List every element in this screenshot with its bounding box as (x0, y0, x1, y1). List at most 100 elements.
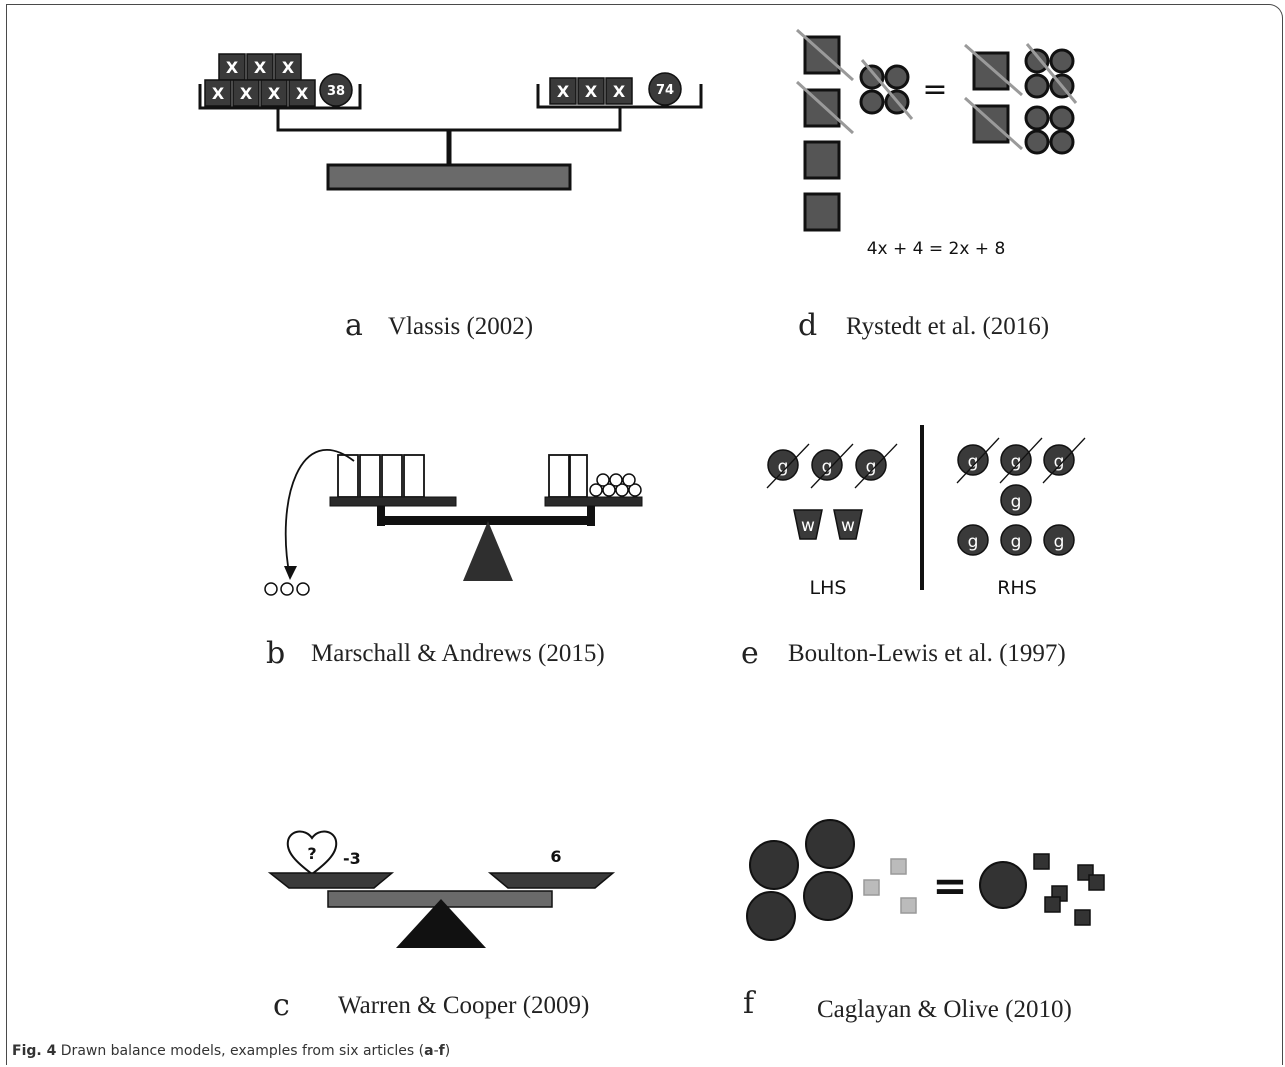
g-token: g (957, 524, 989, 556)
big-circle (979, 861, 1027, 909)
g-token: g (811, 449, 843, 481)
x-bar (381, 454, 403, 498)
svg-text:g: g (1011, 492, 1022, 512)
unit-circle (589, 483, 603, 497)
caption-range-start: a (424, 1043, 434, 1059)
left-pan (267, 872, 395, 889)
panel-e-letter: e (741, 636, 759, 671)
panel-a-letter: a (345, 308, 363, 343)
unit-circle (609, 473, 623, 487)
svg-text:X: X (613, 82, 626, 101)
g-token: g (957, 444, 989, 476)
x-block: X (288, 79, 316, 107)
dark-square (1033, 853, 1050, 870)
unit-circle (859, 64, 885, 90)
x-block: X (549, 77, 577, 105)
panel-d-letter: d (798, 308, 817, 343)
svg-text:g: g (1011, 452, 1022, 472)
big-circle (803, 871, 853, 921)
cancel-stroke (964, 43, 1023, 97)
x-block: X (274, 53, 302, 81)
cancel-stroke (1025, 43, 1078, 104)
panel-b-citation: Marschall & Andrews (2015) (311, 640, 605, 667)
cancel-stroke (1042, 437, 1086, 484)
panel-c-citation: Warren & Cooper (2009) (338, 992, 589, 1019)
cancel-stroke (766, 443, 810, 489)
unit-circle (1024, 73, 1050, 99)
panel-a-citation: Vlassis (2002) (388, 313, 533, 340)
x-bar (403, 454, 425, 498)
cancel-stroke (854, 443, 898, 489)
unit-circle (1024, 105, 1050, 131)
svg-text:w: w (801, 516, 815, 536)
g-token: g (855, 449, 887, 481)
svg-text:g: g (1054, 452, 1065, 472)
dark-square (1088, 874, 1105, 891)
caption-text: Drawn balance models, examples from six … (56, 1043, 425, 1059)
svg-text:g: g (822, 457, 833, 477)
caption-fig-label: Fig. 4 (12, 1043, 57, 1059)
x-block: X (246, 53, 274, 81)
dark-square (1044, 896, 1061, 913)
left-pan (329, 496, 457, 507)
g-token: g (1000, 484, 1032, 516)
cancel-stroke (963, 96, 1024, 151)
svg-text:X: X (296, 84, 309, 103)
arrow-curve (284, 448, 355, 579)
g-token: g (1043, 444, 1075, 476)
svg-text:g: g (866, 457, 877, 477)
big-circle (746, 891, 796, 941)
panel-a-right-pan: X X X 74 (536, 72, 703, 109)
equals-sign: = (932, 861, 967, 910)
unit-circle (1049, 48, 1075, 74)
removed-circle (296, 582, 310, 596)
panel-d-citation: Rystedt et al. (2016) (846, 313, 1049, 340)
svg-text:X: X (254, 58, 267, 77)
number-weight: 74 (648, 72, 682, 106)
unit-circle (596, 473, 610, 487)
heart-shape (286, 830, 338, 876)
svg-text:X: X (240, 84, 253, 103)
panel-f-letter: f (743, 986, 756, 1021)
fulcrum-triangle (396, 899, 486, 948)
panel-a-balance: X X X X X X X 38 X X X 74 (198, 53, 703, 191)
svg-text:g: g (1011, 532, 1022, 552)
unit-circle (602, 483, 616, 497)
figure-frame (6, 4, 1283, 1065)
cancel-stroke (796, 28, 854, 82)
x-tile (803, 192, 841, 232)
panel-e-diagram: g g g w w LHS g g g g g g g RHS (766, 425, 1086, 599)
unit-circle (1049, 105, 1075, 131)
cancel-stroke (999, 437, 1043, 484)
svg-text:g: g (778, 457, 789, 477)
right-pan (544, 496, 643, 507)
panel-f-citation: Caglayan & Olive (2010) (817, 996, 1072, 1023)
svg-text:g: g (968, 532, 979, 552)
x-block: X (260, 79, 288, 107)
unit-circle (615, 483, 629, 497)
lhs-label: LHS (810, 577, 847, 599)
unit-circle (884, 64, 910, 90)
cancel-stroke (795, 80, 855, 135)
unit-circle (1024, 129, 1050, 155)
unit-circle (1049, 129, 1075, 155)
x-block: X (232, 79, 260, 107)
g-token: g (1000, 444, 1032, 476)
x-bar (569, 454, 588, 498)
unit-circle (622, 473, 636, 487)
panel-f-diagram: = (746, 819, 1105, 941)
arrow-head (284, 566, 297, 580)
caption-range-end: f (438, 1043, 445, 1059)
svg-text:w: w (841, 516, 855, 536)
cancel-stroke (956, 437, 1000, 484)
svg-text:74: 74 (656, 83, 674, 98)
w-cup: w (793, 509, 823, 540)
svg-text:X: X (268, 84, 281, 103)
panel-b-balance (264, 448, 643, 596)
x-tile (803, 88, 841, 128)
caption-dash: - (433, 1043, 439, 1059)
x-block: X (204, 79, 232, 107)
heart-question: ? (307, 844, 316, 863)
grey-square (890, 858, 907, 875)
x-bar (337, 454, 359, 498)
